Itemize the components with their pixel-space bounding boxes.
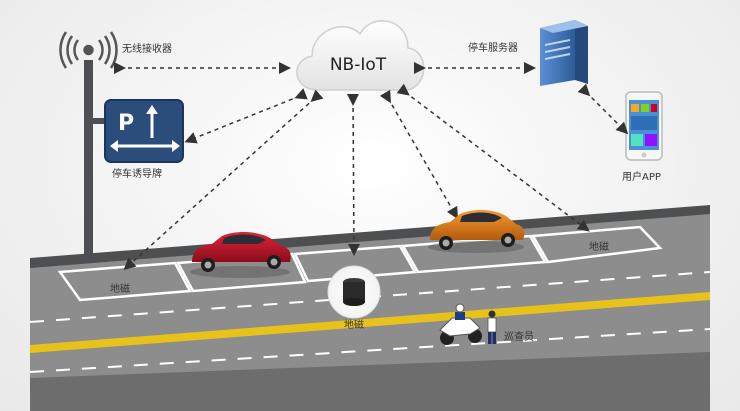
link-cloud-sign [184, 88, 308, 144]
sign-letter: P [118, 111, 134, 136]
parking-bay [530, 225, 663, 264]
label-parking-server: 停车服务器 [468, 41, 518, 54]
orange-car [428, 210, 525, 253]
link-cloud-sensor-center [346, 93, 360, 256]
parking-server-icon [540, 20, 588, 86]
pole-bracket [93, 118, 107, 124]
label-patrol: 巡查员 [504, 330, 534, 343]
parking-guide-sign: P [104, 99, 184, 163]
red-car [190, 232, 291, 278]
lane-dash-lower [29, 328, 711, 373]
link-cloud-sensor-left [123, 89, 324, 271]
parking-bay [293, 244, 418, 283]
link-cloud-car [379, 89, 459, 220]
label-wireless-receiver: 无线接收器 [122, 42, 172, 55]
link-cloud-sensor-right [396, 83, 590, 232]
patrol-motorcycle-icon [439, 303, 482, 345]
road-bottom-edge [30, 352, 710, 411]
label-geomagnetic-left: 地磁 [110, 282, 130, 295]
label-geomagnetic-right: 地磁 [589, 240, 609, 253]
link-server-app [577, 83, 629, 135]
geomagnetic-sensor-icon [327, 265, 381, 319]
label-user-app: 用户APP [622, 170, 661, 183]
phone-icon [625, 91, 663, 161]
connections [114, 62, 629, 271]
yellow-center-line [30, 292, 710, 353]
guide-pole: P [59, 31, 184, 260]
antenna-icon [59, 31, 118, 69]
cloud-label: NB-IoT [330, 55, 387, 75]
label-guide-sign: 停车诱导牌 [112, 167, 162, 180]
label-geomagnetic-center: 地磁 [344, 318, 364, 331]
pole [84, 60, 93, 260]
patrol-officer-icon [487, 310, 497, 344]
nb-iot-cloud: NB-IoT [296, 20, 425, 91]
